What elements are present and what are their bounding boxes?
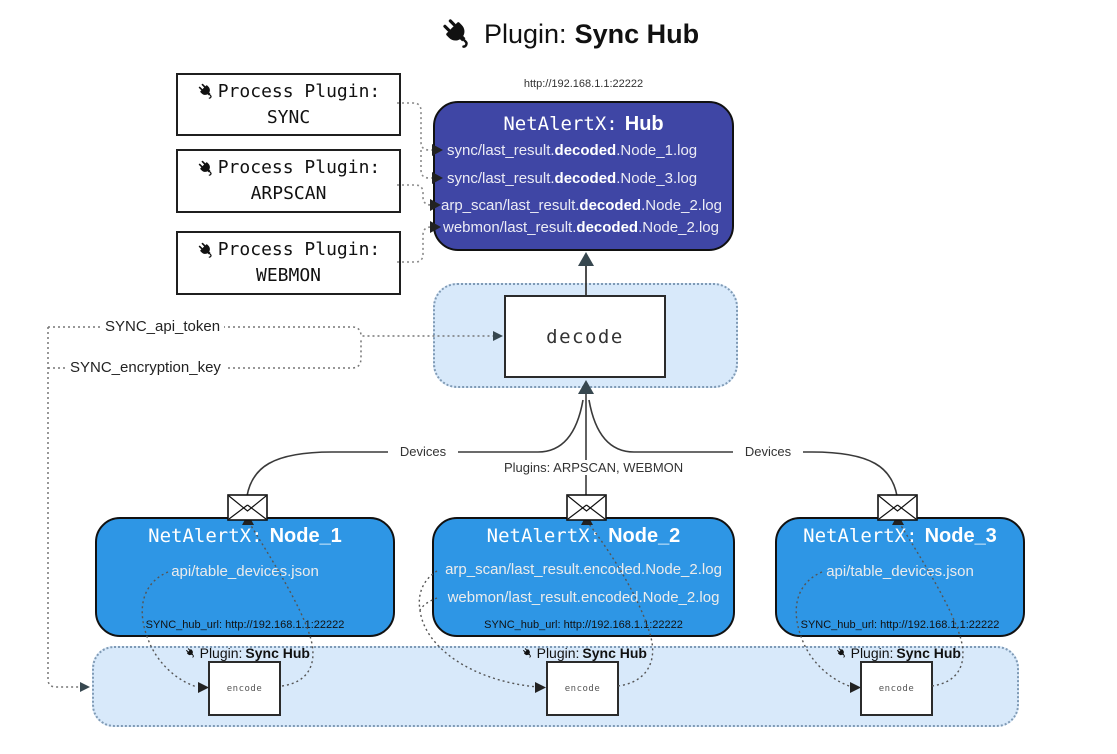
node1-hub-url: SYNC_hub_url: http://192.168.1.1:22222 [145,619,345,631]
process-plugin-webmon: Process Plugin: WEBMON [176,231,401,295]
encode-box: encode [546,661,619,716]
node2-file: arp_scan/last_result.encoded.Node_2.log [445,561,722,578]
process-plugin-name: SYNC [266,106,311,128]
hub-log-line: sync/last_result.decoded.Node_3.log [447,170,698,187]
edge-label-devices-left: Devices [388,444,458,459]
node3-hub-url: SYNC_hub_url: http://192.168.1.1:22222 [800,619,1000,631]
process-plugin-arpscan: Process Plugin: ARPSCAN [176,149,401,213]
process-plugin-name: WEBMON [255,265,322,286]
arrow-into-encode-panel [80,682,90,692]
node1-file: api/table_devices.json [171,563,319,580]
node2-title: NetAlertX:Node_2 [486,525,681,547]
decode-box: decode [504,295,666,378]
title-prefix: Plugin: [484,18,567,49]
plug-icon [522,645,534,661]
hub-log-line: arp_scan/last_result.decoded.Node_2.log [441,197,722,214]
wire-left-spine [47,327,82,688]
process-plugin-name: ARPSCAN [250,183,327,204]
process-plugin-sync: Process Plugin: SYNC [176,73,401,136]
plug-icon [197,241,216,260]
plug-icon [197,159,216,178]
process-plugin-label: Process Plugin: [217,239,381,260]
encode-box: encode [860,661,933,716]
plugin-connectors [397,102,432,263]
process-plugin-label: Process Plugin: [217,80,381,102]
hub-log-line: webmon/last_result.decoded.Node_2.log [443,219,719,236]
title-bold: Sync Hub [574,18,700,49]
hub-title: NetAlertX: Hub [433,113,734,136]
node2-file: webmon/last_result.encoded.Node_2.log [447,589,720,606]
node1-title: NetAlertX:Node_1 [148,525,342,547]
plug-icon [185,645,197,661]
connector-webmon [397,226,432,263]
decode-label: decode [546,325,624,348]
edge-label-devices-right: Devices [733,444,803,459]
sync-encryption-key-label: SYNC_encryption_key [66,359,225,376]
process-plugin-label: Process Plugin: [217,157,381,178]
plug-icon [440,16,476,52]
page-title: Plugin: Sync Hub [440,16,699,52]
connector-sync-branch [420,150,432,179]
hub-title-prefix: NetAlertX: [503,113,618,135]
encode-box: encode [208,661,281,716]
plug-icon [836,645,848,661]
encode-plugin-label: Plugin: Sync Hub [836,645,961,661]
hub-title-bold: Hub [624,113,664,135]
encode-plugin-label: Plugin: Sync Hub [185,645,310,661]
node2-hub-url: SYNC_hub_url: http://192.168.1.1:22222 [484,619,683,631]
hub-box [433,101,734,251]
connector-sync [397,102,432,151]
node3-file: api/table_devices.json [826,563,974,580]
node3-title: NetAlertX:Node_3 [803,525,997,547]
hub-url: http://192.168.1.1:22222 [523,78,644,90]
encode-plugin-label: Plugin: Sync Hub [522,645,647,661]
connector-arpscan [397,184,432,206]
sync-api-token-label: SYNC_api_token [101,318,225,335]
edge-label-plugins: Plugins: ARPSCAN, WEBMON [501,460,683,475]
hub-log-line: sync/last_result.decoded.Node_1.log [447,142,698,159]
plug-icon [197,82,216,101]
